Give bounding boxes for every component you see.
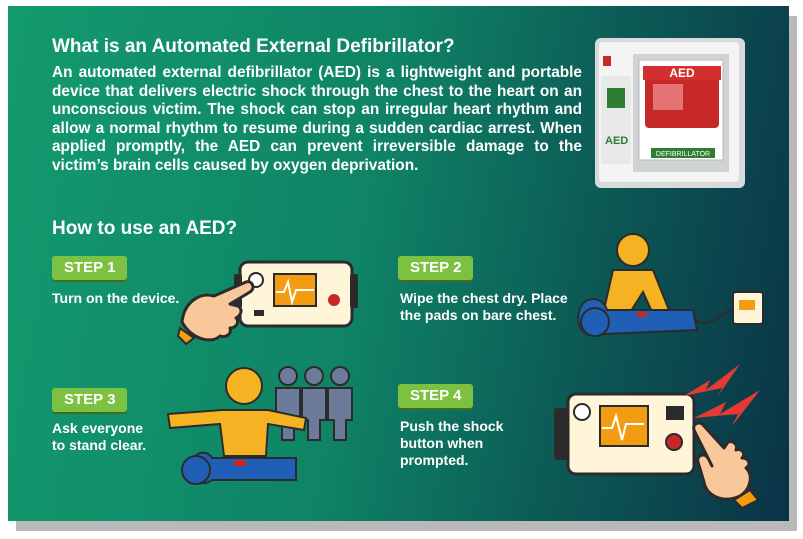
svg-text:AED: AED <box>605 135 628 147</box>
step3-text: Ask everyone to stand clear. <box>52 420 147 453</box>
page-title: What is an Automated External Defibrilla… <box>52 36 455 57</box>
svg-text:AED: AED <box>669 66 695 80</box>
step3-badge: STEP 3 <box>52 388 128 412</box>
intro-paragraph: An automated external defibrillator (AED… <box>52 64 582 174</box>
step2-text: Wipe the chest dry. Place the pads on ba… <box>400 290 568 323</box>
svg-text:DEFIBRILLATOR: DEFIBRILLATOR <box>656 151 710 158</box>
step4-text: Push the shock button when prompted. <box>400 418 504 468</box>
aed-cabinet-icon: AED DEFIBRILLATOR AED <box>595 38 745 188</box>
infographic-card: What is an Automated External Defibrilla… <box>8 6 789 521</box>
pointing-hand-icon <box>692 421 760 510</box>
howto-heading: How to use an AED? <box>52 218 238 239</box>
aed-shock-icon <box>554 392 696 476</box>
pointing-hand-icon <box>176 280 255 346</box>
rescuer-victim-icon <box>577 233 764 337</box>
step1-badge: STEP 1 <box>52 256 128 280</box>
step2-badge: STEP 2 <box>398 256 474 280</box>
lightning-bolt-icon <box>684 364 760 426</box>
step1-text: Turn on the device. <box>52 290 180 306</box>
step4-badge: STEP 4 <box>398 384 474 408</box>
rescuer-stand-clear-icon <box>166 367 308 485</box>
